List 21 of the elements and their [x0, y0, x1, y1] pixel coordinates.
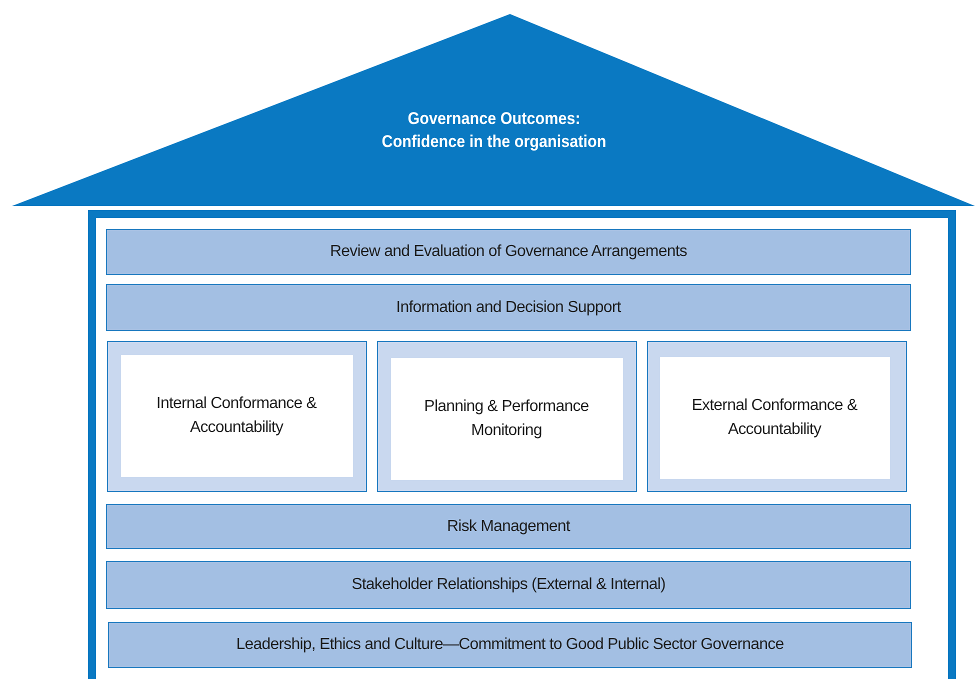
pillar-frame	[647, 341, 907, 492]
pillar-panel	[660, 356, 890, 478]
layer-bar	[108, 622, 912, 668]
layer-bar	[106, 504, 911, 549]
layer-label: Review and Evaluation of Governance Arrangements	[330, 243, 688, 261]
pillar-label: External Conformance & Accountability	[690, 396, 858, 440]
layer-bar	[106, 561, 911, 609]
pillar-panel	[120, 354, 352, 476]
layer-label: Information and Decision Support	[396, 298, 621, 316]
pillar-label: Internal Conformance & Accountability	[155, 394, 318, 438]
layer-bar	[106, 229, 911, 275]
layer-label: Leadership, Ethics and Culture—Commitment to Good Public Sector Governance	[236, 636, 784, 654]
pillar-frame	[377, 341, 637, 492]
pillar-label: Planning & Performance Monitoring	[423, 396, 590, 440]
pillar-frame	[107, 341, 367, 492]
pillar-panel	[390, 358, 622, 480]
layer-label: Risk Management	[447, 518, 570, 536]
roof-label: Governance Outcomes: Confidence in the organisation	[380, 108, 607, 153]
layer-bar	[106, 284, 911, 331]
house-frame	[88, 210, 956, 679]
layer-label: Stakeholder Relationships (External & Internal)	[352, 576, 666, 594]
